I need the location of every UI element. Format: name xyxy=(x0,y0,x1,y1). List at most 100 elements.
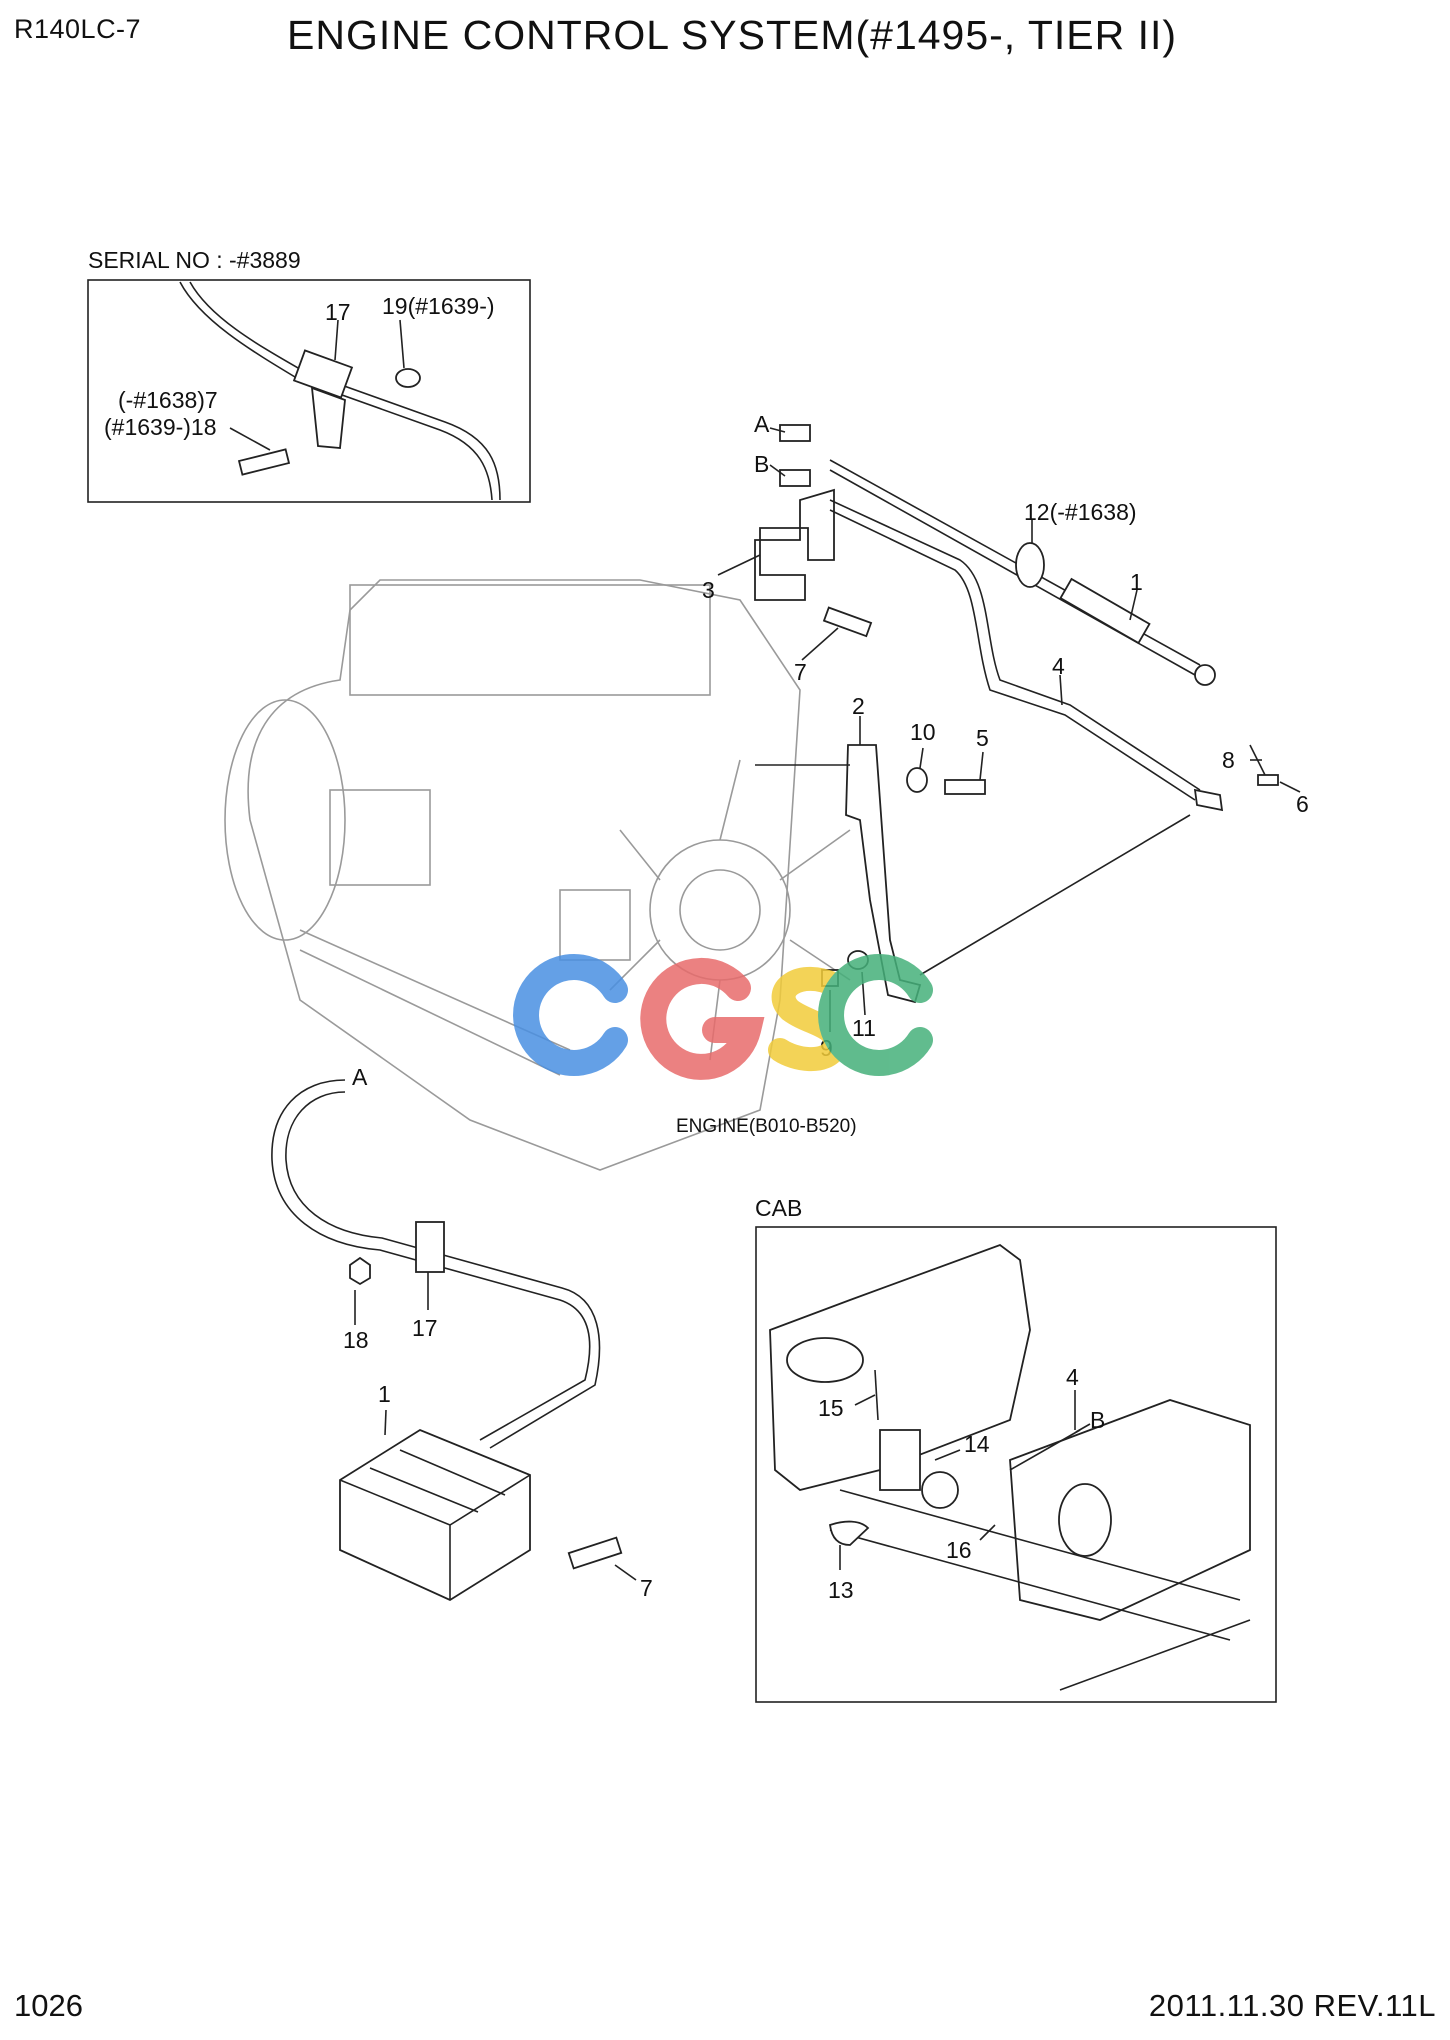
console-left-cup xyxy=(786,1337,864,1383)
leader-cab-B xyxy=(1075,1423,1091,1433)
cab-cable-4 xyxy=(1009,1429,1081,1471)
label-18: (#1639-)18 xyxy=(104,414,217,440)
revision-date: 2011.11.30 REV.11L xyxy=(1148,1988,1436,2023)
rod-clevis xyxy=(1193,788,1224,812)
leader-15 xyxy=(854,1394,876,1406)
callout-12: 12(-#1638) xyxy=(1024,499,1137,525)
console-left xyxy=(769,1243,1031,1491)
callout-7: 7 xyxy=(794,659,807,685)
page-number: 1026 xyxy=(14,1988,83,2023)
watermark-letter-g xyxy=(640,957,765,1080)
engine-outline xyxy=(247,579,801,1171)
linkage-assembly xyxy=(754,424,1279,1004)
callout-14: 14 xyxy=(964,1431,990,1457)
part-7-bolt xyxy=(822,606,873,638)
part-6-pin xyxy=(1257,774,1279,786)
leader-4 xyxy=(1059,674,1063,706)
leader-3 xyxy=(717,554,761,576)
fitting-B xyxy=(779,469,811,487)
leader-19 xyxy=(399,319,405,369)
callout-11: 11 xyxy=(852,1015,876,1041)
part-14-bracket xyxy=(879,1429,921,1491)
callout-low-7: 7 xyxy=(640,1575,653,1601)
leader-10 xyxy=(919,747,924,769)
control-box-edges xyxy=(339,1474,531,1600)
part-4-rod-edge xyxy=(829,509,1196,801)
flywheel xyxy=(224,699,346,941)
part-4-rod xyxy=(829,499,1201,791)
leader-7-low xyxy=(614,1564,637,1581)
callout-13: 13 xyxy=(828,1577,854,1603)
callout-3: 3 xyxy=(702,577,715,603)
part-14-knob-base xyxy=(921,1471,959,1509)
fitting-A xyxy=(779,424,811,442)
callout-1: 1 xyxy=(1130,569,1143,595)
cgsc-watermark-logo xyxy=(513,954,933,1080)
callout-8: 8 xyxy=(1222,747,1235,773)
cab-inset: CAB xyxy=(755,1195,1277,1703)
serial-caption: SERIAL NO : -#3889 xyxy=(88,247,301,273)
leader-5 xyxy=(979,751,984,781)
callout-10: 10 xyxy=(910,719,936,745)
alternator xyxy=(559,889,631,961)
console-right xyxy=(1009,1399,1251,1621)
leader-6 xyxy=(1279,781,1301,793)
part-3-bracket xyxy=(754,488,835,601)
callout-low-1: 1 xyxy=(378,1381,391,1407)
part-5-bolt xyxy=(944,779,986,795)
callout-15: 15 xyxy=(818,1395,844,1421)
callout-16: 16 xyxy=(946,1537,972,1563)
lower-nut-18 xyxy=(349,1256,371,1286)
lower-bolt-7 xyxy=(567,1536,623,1570)
lower-cable-edge xyxy=(285,1091,601,1449)
part-15-bolt xyxy=(874,1369,879,1421)
lower-clamp-17 xyxy=(415,1221,445,1273)
leader-17 xyxy=(334,319,339,361)
watermark-letter-c2 xyxy=(818,954,933,1076)
lower-left-assembly xyxy=(271,1079,637,1602)
callout-2: 2 xyxy=(852,693,865,719)
callout-17: 17 xyxy=(412,1315,438,1341)
fan-pulley xyxy=(679,869,761,951)
callout-4: 4 xyxy=(1052,653,1065,679)
leader-B xyxy=(769,464,786,477)
label-19: 19(#1639-) xyxy=(382,293,495,319)
leader-1 xyxy=(1129,589,1138,621)
model-label: R140LC-7 xyxy=(14,14,142,44)
watermark-letter-c1 xyxy=(513,954,628,1076)
cab-inset-frame xyxy=(755,1226,1277,1703)
leader-7 xyxy=(801,627,839,661)
part-1-cable-end xyxy=(1059,577,1151,645)
inset-washer xyxy=(395,368,421,388)
callout-A: A xyxy=(754,411,770,437)
cab-caption: CAB xyxy=(755,1195,802,1221)
engine-head xyxy=(349,584,711,696)
leader-A xyxy=(769,427,786,433)
cable-ball-joint xyxy=(1194,664,1216,686)
leader-lever-rod xyxy=(919,814,1191,976)
callout-18: 18 xyxy=(343,1327,369,1353)
part-13-lever xyxy=(829,1520,870,1546)
callout-6: 6 xyxy=(1296,791,1309,817)
control-box xyxy=(339,1428,531,1602)
callout-low-A: A xyxy=(352,1064,368,1090)
callout-cab-4: 4 xyxy=(1066,1364,1079,1390)
serial-inset-frame xyxy=(87,279,531,503)
watermark-letter-s xyxy=(768,966,848,1072)
callout-B: B xyxy=(754,451,769,477)
inset-bolt xyxy=(237,448,291,476)
fan-hub xyxy=(649,839,791,981)
page-title: ENGINE CONTROL SYSTEM(#1495-, TIER II) xyxy=(287,12,1178,58)
lower-cable xyxy=(271,1079,591,1441)
control-box-ribs xyxy=(369,1449,506,1513)
engine-illustration: ENGINE(B010-B520) xyxy=(224,579,857,1171)
part-10-washer xyxy=(906,767,928,793)
console-right-cup xyxy=(1058,1483,1112,1557)
leader-1-low xyxy=(384,1409,387,1436)
serial-inset: SERIAL NO : -#3889 17 19(#1639-) (-#1638… xyxy=(87,247,531,503)
leader-14 xyxy=(934,1449,961,1461)
cab-rails xyxy=(829,1489,1251,1691)
label-17: 17 xyxy=(325,299,351,325)
inset-clamp xyxy=(292,349,354,399)
part-12-clip xyxy=(1015,542,1045,588)
